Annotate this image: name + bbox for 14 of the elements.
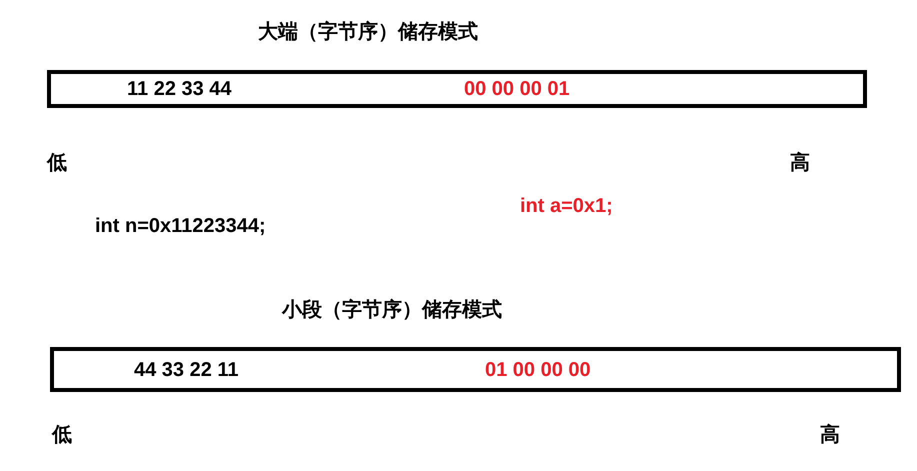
byte-values: 01 00 00 00 — [485, 358, 591, 382]
code-text: int n=0x11223344; — [95, 214, 266, 238]
heading: 大端（字节序）储存模式 — [258, 20, 478, 44]
heading: 小段（字节序）储存模式 — [282, 298, 502, 322]
address-label: 高 — [790, 151, 810, 175]
memory-box — [50, 347, 901, 392]
code-text: int a=0x1; — [520, 194, 613, 218]
byte-values: 00 00 00 01 — [464, 77, 570, 101]
address-label: 高 — [820, 423, 840, 447]
byte-values: 11 22 33 44 — [127, 77, 232, 101]
address-label: 低 — [52, 423, 72, 447]
memory-box — [47, 70, 867, 108]
address-label: 低 — [47, 151, 67, 175]
byte-values: 44 33 22 11 — [134, 358, 239, 382]
